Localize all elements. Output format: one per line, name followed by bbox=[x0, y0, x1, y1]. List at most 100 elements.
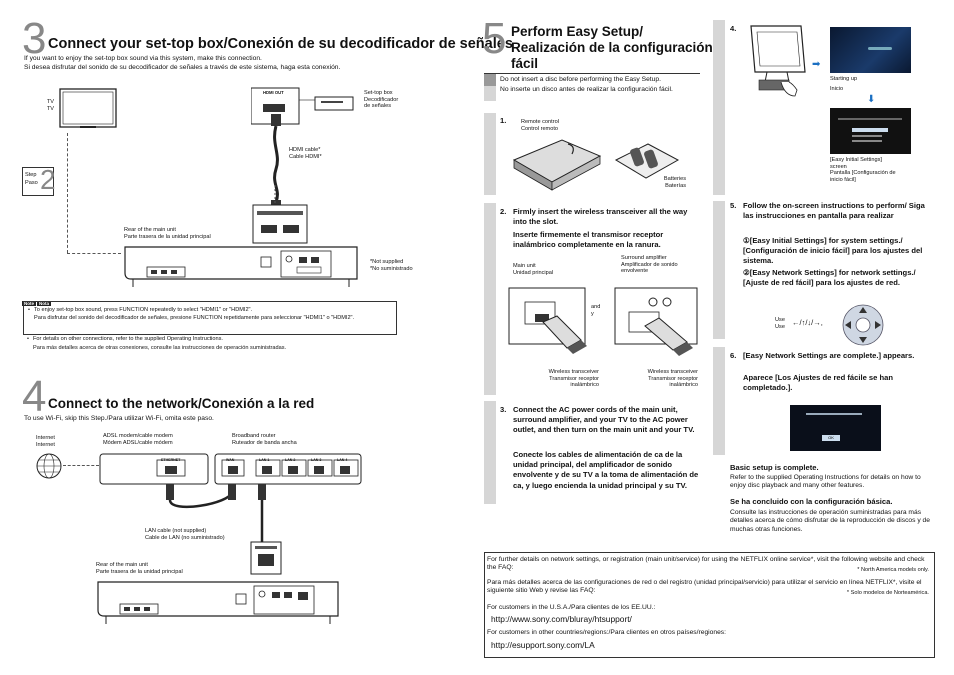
rear-main-unit-label-es: Parte trasera de la unidad principal bbox=[124, 233, 211, 240]
main-unit-rear-illustration bbox=[124, 246, 358, 287]
modem-label: ADSL modem/cable modem Módem ADSL/cable … bbox=[103, 433, 173, 446]
batteries-label-en: Batteries bbox=[663, 176, 686, 182]
footer-na-note-es: * Solo modelos de Norteamérica. bbox=[846, 590, 929, 596]
note-badge-es: Nota bbox=[37, 301, 51, 306]
done-es: Se ha concluido con la configuración bás… bbox=[730, 497, 893, 506]
stb-label-es2: de señales bbox=[364, 103, 392, 110]
done-en-body: Refer to the supplied Operating Instruct… bbox=[730, 474, 921, 490]
note-box: • To enjoy set-top box sound, press FUNC… bbox=[23, 301, 397, 335]
hdmi-cable-label-en: HDMI cable* bbox=[289, 147, 321, 153]
step5-en: Follow the on-screen instructions to per… bbox=[743, 201, 925, 221]
startup-label: Starting up Inicio bbox=[830, 76, 857, 92]
wt-label-2-es2: inalámbrico bbox=[669, 382, 698, 389]
wt-label-2-en: Wireless transceiver bbox=[647, 369, 698, 375]
use-label-en: Use bbox=[775, 317, 785, 323]
and-label: and y bbox=[591, 304, 600, 317]
tv-label-es: TV bbox=[46, 105, 54, 112]
directional-pad-icon bbox=[842, 304, 884, 346]
eis-label: [Easy Initial Settings] screen Pantalla … bbox=[830, 157, 896, 183]
remote-label-es: Control remoto bbox=[521, 125, 558, 132]
arrow-right-icon: ➡ bbox=[812, 59, 821, 70]
step5-option1: ①[Easy Initial Settings] for system sett… bbox=[743, 236, 923, 266]
ethernet-port-label: ETHERNET bbox=[161, 458, 181, 462]
step5-option2: ②[Easy Network Settings] for network set… bbox=[743, 268, 916, 288]
tv-remote-illustration bbox=[750, 25, 806, 97]
lan-cable-label: LAN cable (not supplied) Cable de LAN (n… bbox=[145, 528, 225, 541]
batteries-label-es: Baterías bbox=[665, 182, 686, 189]
footer-other-url[interactable]: http://esupport.sony.com/LA bbox=[491, 640, 595, 650]
footer-us-label: For customers in the U.S.A./Para cliente… bbox=[487, 604, 656, 611]
footer-us-url[interactable]: http://www.sony.com/bluray/htsupport/ bbox=[491, 614, 632, 624]
lan3-port-label: LAN 3 bbox=[311, 458, 322, 462]
wt-label-1-en: Wireless transceiver bbox=[548, 369, 599, 375]
not-supplied-label-en: *Not supplied bbox=[370, 259, 404, 265]
arrow-keys-text: ←/↑/↓/→, bbox=[792, 318, 823, 327]
use-label: Use Use bbox=[775, 317, 785, 330]
step2-number: 2. bbox=[500, 207, 507, 216]
ok-button: OK bbox=[822, 435, 840, 441]
rear-main-unit-label-4-en: Rear of the main unit bbox=[96, 562, 148, 568]
not-supplied-label: *Not supplied *No suministrado bbox=[370, 259, 413, 272]
rear-main-unit-label-4-es: Parte trasera de la unidad principal bbox=[96, 568, 183, 575]
eis-label-es2: inicio fácil] bbox=[830, 176, 856, 183]
note1-es: Para disfrutar del sonido del decodifica… bbox=[34, 315, 355, 321]
router-label-en: Broadband router bbox=[232, 433, 276, 439]
intro-es: Si desea disfrutar del sonido de su deco… bbox=[24, 64, 341, 71]
rear-main-unit-label-4: Rear of the main unit Parte trasera de l… bbox=[96, 562, 183, 575]
step-reference-box: Step Paso 2 bbox=[22, 164, 56, 196]
stb-label: Set-top box Decodificador de señales bbox=[364, 90, 398, 110]
step3-en: Connect the AC power cords of the main u… bbox=[513, 405, 695, 435]
main-unit-label: Main unit Unidad principal bbox=[513, 263, 553, 276]
eis-label-en1: [Easy Initial Settings] bbox=[830, 157, 882, 163]
remote-label: Remote control Control remoto bbox=[521, 119, 559, 132]
lan4-port-label: LAN 4 bbox=[337, 458, 348, 462]
step-number: 2 bbox=[40, 164, 56, 195]
wt-label-2: Wireless transceiver Transmisor receptor… bbox=[638, 369, 698, 389]
note2-en: For details on other connections, refer … bbox=[33, 336, 223, 342]
easy-initial-settings-screen bbox=[830, 108, 911, 154]
modem-label-es: Módem ADSL/cable módem bbox=[103, 439, 173, 446]
network-complete-screen: OK bbox=[790, 405, 881, 451]
step5-number: 5. bbox=[730, 201, 737, 210]
internet-label-es: Internet bbox=[36, 441, 55, 448]
router-label-es: Ruteador de banda ancha bbox=[232, 439, 297, 446]
tv-label: TV TV bbox=[44, 99, 54, 112]
router-label: Broadband router Ruteador de banda ancha bbox=[232, 433, 297, 446]
lan-cables-illustration bbox=[166, 484, 266, 544]
note-badge-en: Note bbox=[22, 301, 36, 306]
main-unit-rear-illustration-4 bbox=[97, 581, 339, 624]
internet-label: Internet Internet bbox=[36, 435, 55, 448]
modem-label-en: ADSL modem/cable modem bbox=[103, 433, 173, 439]
arrow-down-icon: ⬇ bbox=[867, 94, 876, 105]
surround-label-es2: envolvente bbox=[621, 268, 649, 275]
wt-label-2-es1: Transmisor receptor bbox=[648, 375, 698, 382]
lan2-port-label: LAN 2 bbox=[285, 458, 296, 462]
step6-es: Aparece [Los Ajustes de red fácile se ha… bbox=[743, 373, 893, 393]
surround-label: Surround amplifier Amplificador de sonid… bbox=[621, 255, 678, 275]
startup-label-es: Inicio bbox=[830, 85, 844, 92]
wan-port-label: WAN bbox=[226, 458, 235, 462]
section-number-4: 4 bbox=[22, 372, 47, 421]
remote-batteries-illustration bbox=[512, 139, 680, 191]
note2-es: Para más detalles acerca de otras conexi… bbox=[33, 345, 287, 351]
stb-label-en: Set-top box bbox=[364, 90, 393, 96]
hdmi-in-ports-illustration bbox=[252, 185, 308, 244]
rear-main-unit-label-en: Rear of the main unit bbox=[124, 227, 176, 233]
lan1-port-label: LAN 1 bbox=[259, 458, 270, 462]
hdmi-cable-label-es: Cable HDMI* bbox=[289, 153, 322, 160]
and-label-en: and bbox=[591, 304, 601, 310]
batteries-label: Batteries Baterías bbox=[656, 176, 686, 189]
use-label-es: Use bbox=[775, 323, 785, 330]
section-title-4: Connect to the network/Conexión a la red bbox=[48, 396, 315, 411]
tv-illustration bbox=[59, 88, 117, 128]
tv-label-en: TV bbox=[46, 99, 54, 105]
step1-number: 1. bbox=[500, 116, 507, 125]
wt-label-1-es1: Transmisor receptor bbox=[549, 375, 599, 382]
warning-en: Do not insert a disc before performing t… bbox=[500, 76, 661, 83]
main-unit-label-en: Main unit bbox=[513, 263, 536, 269]
step3-es: Conecte los cables de alimentación de ca… bbox=[513, 450, 699, 490]
section-number: 3 bbox=[22, 14, 47, 63]
intro-en: If you want to enjoy the set-top box sou… bbox=[24, 55, 262, 62]
footer-line1-en: For further details on network settings,… bbox=[487, 556, 925, 572]
